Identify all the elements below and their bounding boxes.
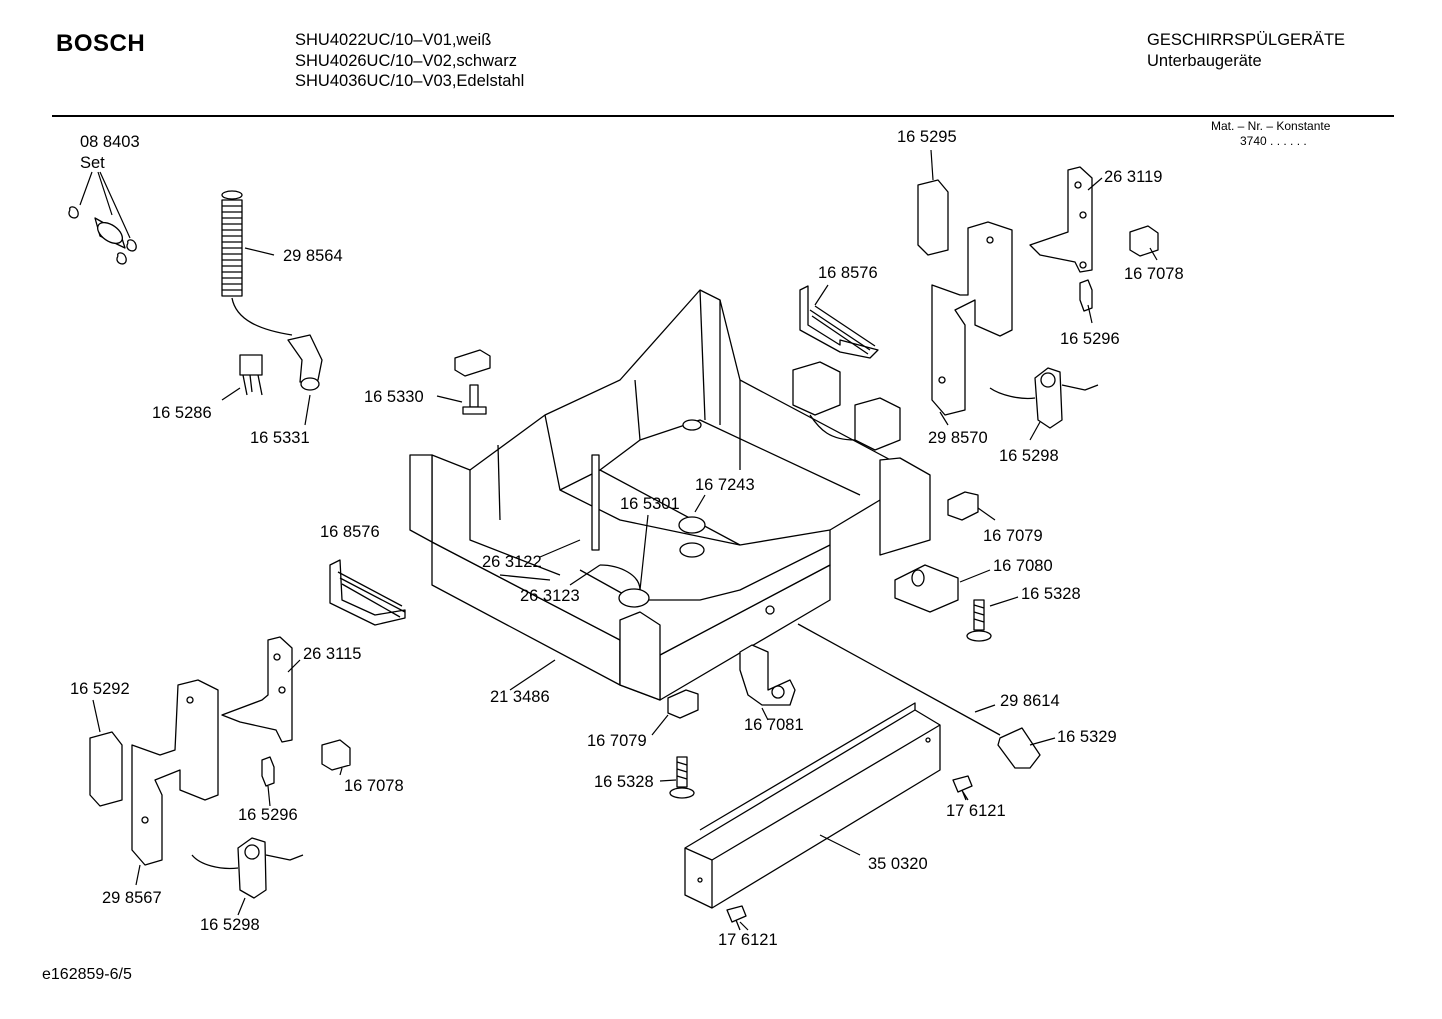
part-label: 21 3486 <box>490 688 550 706</box>
hinge-spring-lower <box>329 559 406 626</box>
part-label: 16 5296 <box>1060 330 1120 348</box>
category-title: GESCHIRRSPÜLGERÄTE <box>1147 31 1346 49</box>
door-hinge-right <box>989 367 1099 429</box>
part-label: 16 5296 <box>238 806 298 824</box>
part-label: 16 5286 <box>152 404 212 422</box>
hinge-spring-upper <box>799 285 879 359</box>
model-line: SHU4026UC/10–V02,schwarz <box>295 51 517 70</box>
part-label: 16 5328 <box>1021 585 1081 603</box>
door-hinge-left <box>191 837 304 899</box>
part-label: 35 0320 <box>868 855 928 873</box>
angle-bracket-right <box>947 491 979 521</box>
side-cover-left <box>89 731 123 807</box>
screw-lower <box>726 905 747 931</box>
part-label: 29 8567 <box>102 889 162 907</box>
part-label: 16 5301 <box>620 495 680 513</box>
inlet-valve <box>739 644 796 706</box>
part-label: 16 7078 <box>344 777 404 795</box>
header-divider <box>52 115 1394 117</box>
part-label: 16 5331 <box>250 429 310 447</box>
part-label: 16 5292 <box>70 680 130 698</box>
part-label: Set <box>80 154 105 172</box>
connecting-rod <box>797 623 1001 736</box>
base-frame <box>409 289 931 701</box>
drain-hose <box>221 190 323 391</box>
hose-clip <box>239 354 263 396</box>
side-panel-left <box>131 679 219 866</box>
angle-bracket-lower <box>667 689 699 719</box>
model-list: SHU4022UC/10–V01,weiß SHU4026UC/10–V02,s… <box>295 30 524 92</box>
clip-left <box>261 756 275 787</box>
hose-clamp-set <box>68 206 137 265</box>
kick-plate <box>684 702 941 909</box>
end-cap-left <box>321 739 351 771</box>
end-cap-right <box>1129 225 1159 257</box>
side-panel-right <box>931 221 1013 416</box>
material-number-block: Mat. – Nr. – Konstante 3740 . . . . . . <box>1211 119 1330 149</box>
part-label: 16 5328 <box>594 773 654 791</box>
category-subtitle: Unterbaugeräte <box>1147 52 1262 70</box>
leader-lines <box>79 149 1158 931</box>
part-label: 16 7081 <box>744 716 804 734</box>
support-foot-cap <box>454 349 491 415</box>
part-label: 16 7079 <box>983 527 1043 545</box>
part-label: 17 6121 <box>718 931 778 949</box>
part-label: 16 5295 <box>897 128 957 146</box>
part-label: 16 8576 <box>320 523 380 541</box>
part-label: 26 3119 <box>1104 168 1162 186</box>
float-and-seal <box>599 516 706 608</box>
part-label: 16 5298 <box>999 447 1059 465</box>
part-label: 29 8564 <box>283 247 343 265</box>
part-label: 16 5298 <box>200 916 260 934</box>
part-label: 29 8570 <box>928 429 988 447</box>
part-label: 16 5330 <box>364 388 424 406</box>
part-number-labels: 08 8403 Set 29 8564 16 5286 16 5331 16 5… <box>70 128 1184 949</box>
leveling-screw-right <box>966 599 992 642</box>
part-label: 16 7080 <box>993 557 1053 575</box>
part-label: 08 8403 <box>80 133 140 151</box>
part-label: 26 3115 <box>303 645 361 663</box>
screw-upper <box>952 775 973 801</box>
part-label: 17 6121 <box>946 802 1006 820</box>
hinge-bracket-left <box>221 636 293 743</box>
brand-logo: BOSCH <box>56 30 146 57</box>
part-label: 29 8614 <box>1000 692 1060 710</box>
material-number-label: Mat. – Nr. – Konstante <box>1211 119 1331 133</box>
hinge-bracket-right <box>1029 166 1093 273</box>
part-label: 26 3122 <box>482 553 542 571</box>
part-label: 16 7243 <box>695 476 755 494</box>
part-label: 16 5329 <box>1057 728 1117 746</box>
appliance-category: GESCHIRRSPÜLGERÄTE Unterbaugeräte <box>1147 30 1345 72</box>
drawing-id: e162859-6/5 <box>42 966 132 983</box>
part-label: 26 3123 <box>520 587 580 605</box>
part-label: 16 7078 <box>1124 265 1184 283</box>
model-line: SHU4036UC/10–V03,Edelstahl <box>295 72 525 90</box>
end-knob <box>997 727 1041 769</box>
part-label: 16 8576 <box>818 264 878 282</box>
material-number-value: 3740 . . . . . . <box>1240 134 1307 148</box>
cable-connectors <box>792 361 901 451</box>
part-label: 16 7079 <box>587 732 647 750</box>
clip-right <box>1079 279 1093 312</box>
leveling-screw-lower <box>669 756 695 799</box>
bracket-housing <box>894 564 959 613</box>
model-line: SHU4022UC/10–V01,weiß <box>295 31 492 49</box>
side-bracket-right-cover <box>917 179 949 256</box>
